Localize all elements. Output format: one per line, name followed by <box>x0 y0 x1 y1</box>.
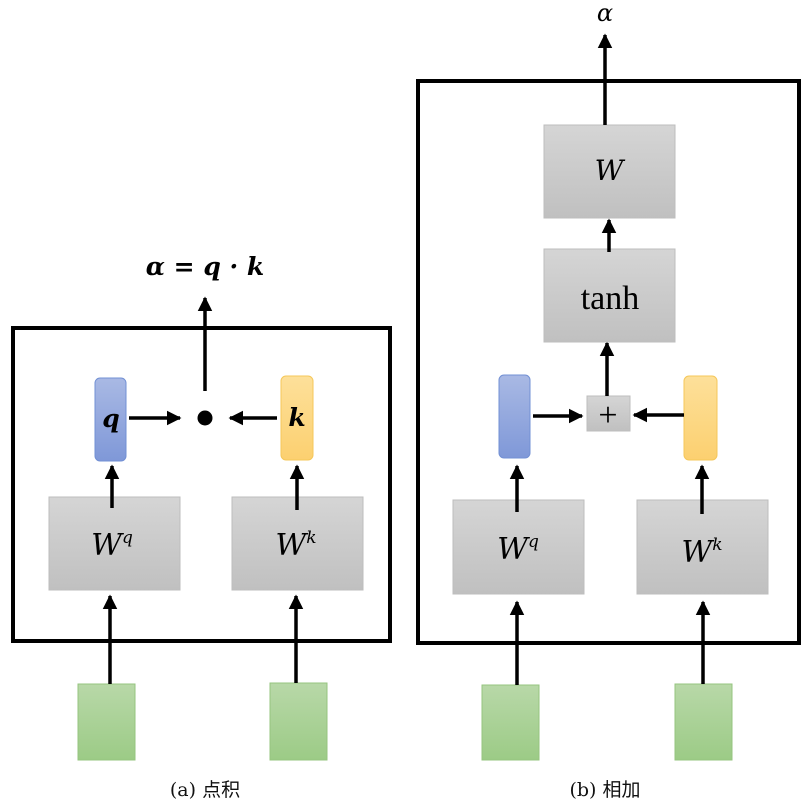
panel-b-additive: Wq Wk + tanh W α (b) 相加 <box>416 0 801 801</box>
panel-b-weight-key-label: Wk <box>681 535 722 570</box>
panel-a-dot-operator <box>197 410 213 426</box>
panel-b-weight-out-box <box>543 124 676 219</box>
panel-b-weight-query-label: Wq <box>497 532 539 567</box>
panel-b-weight-out-label: W <box>595 154 626 187</box>
panel-a-frame <box>11 326 392 643</box>
panel-b-output-label: α <box>597 0 613 27</box>
panel-a-input-query <box>77 683 136 761</box>
panel-a-key-vector <box>280 375 314 461</box>
panel-a-dot-product: Wq Wk q k α = q · k (a) 点积 <box>11 252 392 801</box>
panel-a-query-vector <box>94 377 127 462</box>
panel-b-query-vector <box>498 374 531 459</box>
panel-b-key-vector <box>683 375 718 461</box>
panel-b-input-query <box>481 684 540 761</box>
panel-a-query-vector-label: q <box>102 404 119 433</box>
panel-a-weight-key-label: Wk <box>275 528 316 563</box>
panel-a-caption: (a) 点积 <box>170 779 240 801</box>
panel-b-input-key <box>674 683 733 761</box>
panel-b-caption: (b) 相加 <box>569 779 640 801</box>
panel-b-add-operator: + <box>598 397 617 434</box>
panel-b-add-operator-box <box>586 395 631 432</box>
panel-b-tanh-label: tanh <box>581 280 640 317</box>
panel-b-frame <box>416 79 801 645</box>
panel-a-output-formula: α = q · k <box>146 252 265 281</box>
panel-a-input-key <box>269 682 328 761</box>
panel-a-key-vector-label: k <box>288 403 305 432</box>
panel-b-weight-query-box <box>452 499 585 595</box>
panel-b-weight-key-box <box>636 499 769 595</box>
panel-a-weight-query-label: Wq <box>91 528 133 563</box>
panel-a-weight-query-box <box>48 496 181 591</box>
